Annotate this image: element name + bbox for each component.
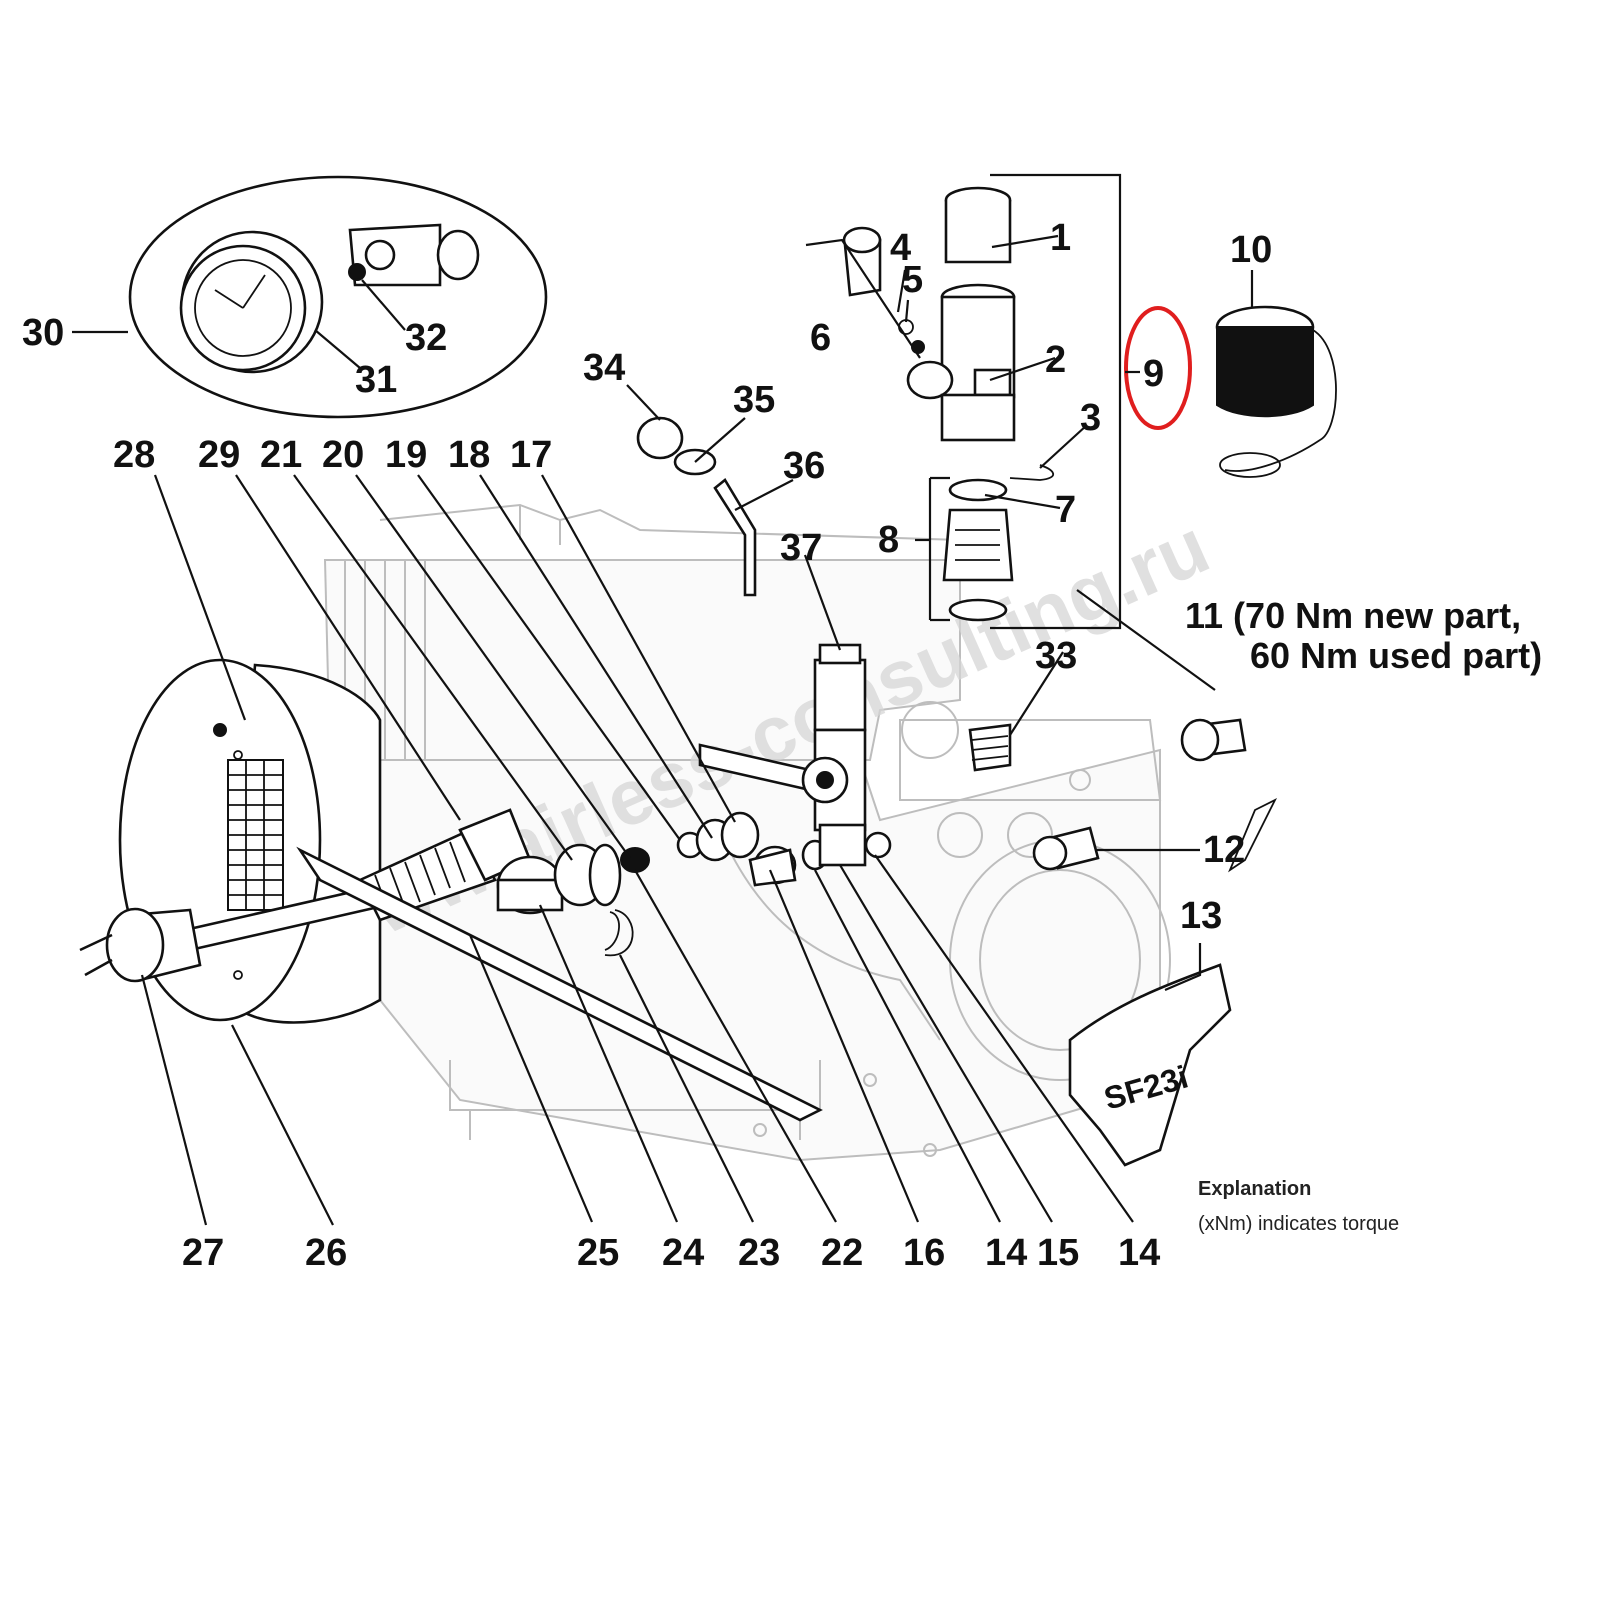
prime-valve-block-part: [636, 416, 892, 867]
fitting-parts: [968, 718, 1278, 873]
callout-21: 21: [260, 434, 302, 476]
callout-14a: 14: [985, 1232, 1027, 1274]
callout-31: 31: [355, 359, 397, 401]
callout-labels: 1 2 3 4 5 6 7 8 9 10 12 13 14 15 14 16 2…: [22, 217, 1272, 1274]
explanation-text: (xNm) indicates torque: [1198, 1213, 1399, 1235]
callout-30: 30: [22, 312, 64, 354]
callout-9: 9: [1143, 353, 1164, 395]
callout-8: 8: [878, 519, 899, 561]
torque-note-line1: 11 (70 Nm new part,: [1185, 595, 1521, 636]
callout-19: 19: [385, 434, 427, 476]
callout-34: 34: [583, 347, 625, 389]
callout-17: 17: [510, 434, 552, 476]
callout-1: 1: [1050, 217, 1071, 259]
callout-28: 28: [113, 434, 155, 476]
callout-4: 4: [890, 227, 911, 269]
callout-27: 27: [182, 1232, 224, 1274]
callout-16: 16: [903, 1232, 945, 1274]
callout-15: 15: [1037, 1232, 1079, 1274]
callout-7: 7: [1055, 489, 1076, 531]
leader-lines: [72, 234, 1254, 1226]
callout-26: 26: [305, 1232, 347, 1274]
callout-3: 3: [1080, 397, 1101, 439]
callout-32: 32: [405, 317, 447, 359]
callout-22: 22: [821, 1232, 863, 1274]
callout-35: 35: [733, 379, 775, 421]
callout-10: 10: [1230, 229, 1272, 271]
fan-grille-icon: [227, 759, 284, 911]
explanation-title: Explanation: [1198, 1178, 1311, 1200]
callout-5: 5: [902, 259, 923, 301]
gauge-assembly-part: [128, 175, 548, 419]
callout-29: 29: [198, 434, 240, 476]
callout-14b: 14: [1118, 1232, 1160, 1274]
callout-6: 6: [810, 317, 831, 359]
callout-24: 24: [662, 1232, 704, 1274]
callout-37: 37: [780, 527, 822, 569]
callout-33: 33: [1035, 635, 1077, 677]
callout-12: 12: [1203, 829, 1245, 871]
torque-note-line2: 60 Nm used part): [1250, 635, 1542, 676]
callout-25: 25: [577, 1232, 619, 1274]
filter-cap-part: [1215, 305, 1337, 478]
callout-36: 36: [783, 445, 825, 487]
callout-20: 20: [322, 434, 364, 476]
highlight-ring: [1124, 306, 1192, 430]
callout-2: 2: [1045, 339, 1066, 381]
callout-13: 13: [1180, 895, 1222, 937]
callout-23: 23: [738, 1232, 780, 1274]
callout-18: 18: [448, 434, 490, 476]
